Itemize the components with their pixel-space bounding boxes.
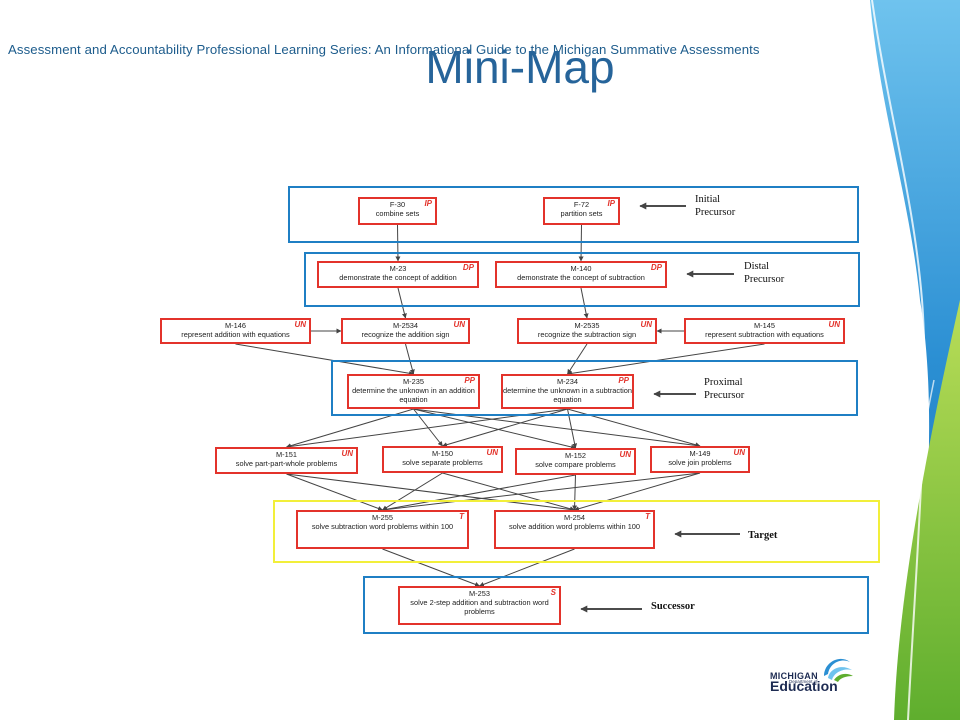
edge-m150-to-m255 — [382, 472, 443, 511]
group-target — [273, 500, 880, 563]
decorative-swoosh — [870, 0, 960, 720]
group-proximal-precursor — [331, 360, 858, 416]
slide-title: Mini-Map — [425, 41, 615, 93]
edge-f30-to-m23 — [395, 224, 401, 262]
logo-swirl-icon — [824, 658, 853, 682]
label-proximal-precursor: Proximal Precursor — [704, 377, 745, 401]
edge-m151-to-m255 — [286, 473, 383, 511]
edge-m140-to-m2535 — [580, 287, 589, 319]
edge-m254-to-m253 — [479, 548, 575, 587]
edge-m2534-to-m235 — [405, 343, 415, 375]
edge-m150-to-m254 — [442, 472, 575, 512]
edge-m2535-to-m234 — [567, 343, 588, 375]
michigan-education-logo: MICHIGAN Department of Education — [770, 654, 856, 696]
edge-m23-to-m2534 — [397, 287, 407, 319]
edge-m145-to-m234 — [567, 343, 765, 376]
edge-m151-to-m254 — [286, 473, 575, 512]
edge-m146-to-m235 — [235, 343, 414, 376]
group-successor — [363, 576, 869, 634]
edge-m149-to-m254 — [574, 472, 701, 512]
edge-m152-to-m254 — [572, 474, 578, 511]
label-initial-precursor: Initial Precursor — [695, 194, 736, 218]
label-successor: Successor — [651, 601, 695, 612]
edge-m255-to-m253 — [382, 548, 480, 587]
edge-f72-to-m140 — [578, 224, 584, 262]
series-header: Assessment and Accountability Profession… — [8, 42, 760, 57]
edge-m152-to-m255 — [382, 474, 576, 512]
label-distal-precursor: Distal Precursor — [744, 261, 785, 285]
group-distal-precursor — [304, 252, 860, 307]
edge-m149-to-m255 — [382, 472, 701, 512]
group-initial-precursor — [288, 186, 859, 243]
label-target: Target — [748, 530, 778, 541]
